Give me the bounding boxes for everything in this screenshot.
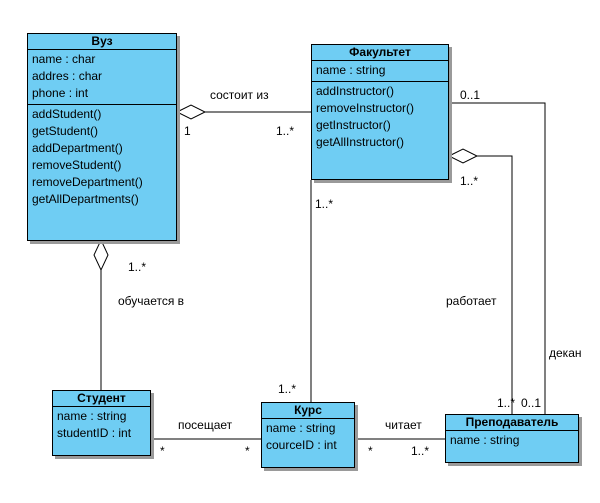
attribute: courceID : int xyxy=(266,438,337,452)
class-kurs[interactable]: Курс name : string courceID : int xyxy=(261,402,355,468)
class-vuz-title: Вуз xyxy=(28,34,176,50)
operation: getAllDepartments() xyxy=(32,192,139,206)
multiplicity: * xyxy=(160,444,165,458)
edge-fakultet-prep-rabotaet xyxy=(477,155,513,414)
attribute: name : string xyxy=(450,433,520,447)
multiplicity: 0..1 xyxy=(521,396,542,410)
class-fakultet-attributes: name : string xyxy=(312,61,448,82)
multiplicity: 1..* xyxy=(315,197,334,211)
label-chitaet: читает xyxy=(385,418,422,432)
multiplicity: 1..* xyxy=(497,396,516,410)
multiplicity: * xyxy=(245,444,250,458)
operation: removeInstructor() xyxy=(316,101,415,115)
multiplicity: 1..* xyxy=(276,124,295,138)
class-vuz-operations: addStudent() getStudent() addDepartment(… xyxy=(28,105,176,210)
operation: getStudent() xyxy=(32,124,99,138)
label-sostoit-iz: состоит из xyxy=(210,88,269,102)
operation: addInstructor() xyxy=(316,84,395,98)
class-vuz-attributes: name : char addres : char phone : int xyxy=(28,50,176,105)
attribute: addres : char xyxy=(32,69,103,83)
attribute: name : string xyxy=(316,63,386,77)
class-prepodavatel[interactable]: Преподаватель name : string xyxy=(445,414,579,463)
label-obuchaetsya-v: обучается в xyxy=(118,294,185,308)
multiplicity: * xyxy=(368,444,373,458)
class-kurs-attributes: name : string courceID : int xyxy=(262,419,354,456)
class-prepodavatel-attributes: name : string xyxy=(446,431,578,451)
attribute: name : char xyxy=(32,52,96,66)
label-dekan: декан xyxy=(549,346,582,360)
multiplicity: 0..1 xyxy=(460,88,481,102)
class-fakultet-title: Факультет xyxy=(312,45,448,61)
attribute: phone : int xyxy=(32,86,89,100)
multiplicity: 1..* xyxy=(411,444,430,458)
aggregation-diamond-fakultet-prep xyxy=(447,148,479,164)
class-student-title: Студент xyxy=(53,391,150,407)
label-poseshchaet: посещает xyxy=(178,418,233,432)
multiplicity: 1..* xyxy=(460,174,479,188)
multiplicity: 1..* xyxy=(278,382,297,396)
class-fakultet-operations: addInstructor() removeInstructor() getIn… xyxy=(312,82,448,153)
edge-fakultet-prep-dekan xyxy=(448,102,546,414)
class-prepodavatel-title: Преподаватель xyxy=(446,415,578,431)
operation: removeDepartment() xyxy=(32,175,143,189)
operation: addDepartment() xyxy=(32,141,123,155)
aggregation-diamond-vuz-student xyxy=(93,238,109,272)
class-student-attributes: name : string studentID : int xyxy=(53,407,150,444)
multiplicity: 1..* xyxy=(128,260,147,274)
operation: addStudent() xyxy=(32,107,102,121)
class-kurs-title: Курс xyxy=(262,403,354,419)
operation: getInstructor() xyxy=(316,118,391,132)
class-fakultet[interactable]: Факультет name : string addInstructor() … xyxy=(311,44,449,180)
label-rabotaet: работает xyxy=(446,294,497,308)
multiplicity: 1 xyxy=(184,124,191,138)
aggregation-diamond-vuz-fakultet xyxy=(175,104,207,120)
class-vuz[interactable]: Вуз name : char addres : char phone : in… xyxy=(27,33,177,241)
attribute: name : string xyxy=(266,421,336,435)
operation: removeStudent() xyxy=(32,158,122,172)
attribute: studentID : int xyxy=(57,426,132,440)
attribute: name : string xyxy=(57,409,127,423)
operation: getAllInstructor() xyxy=(316,135,405,149)
class-student[interactable]: Студент name : string studentID : int xyxy=(52,390,151,456)
